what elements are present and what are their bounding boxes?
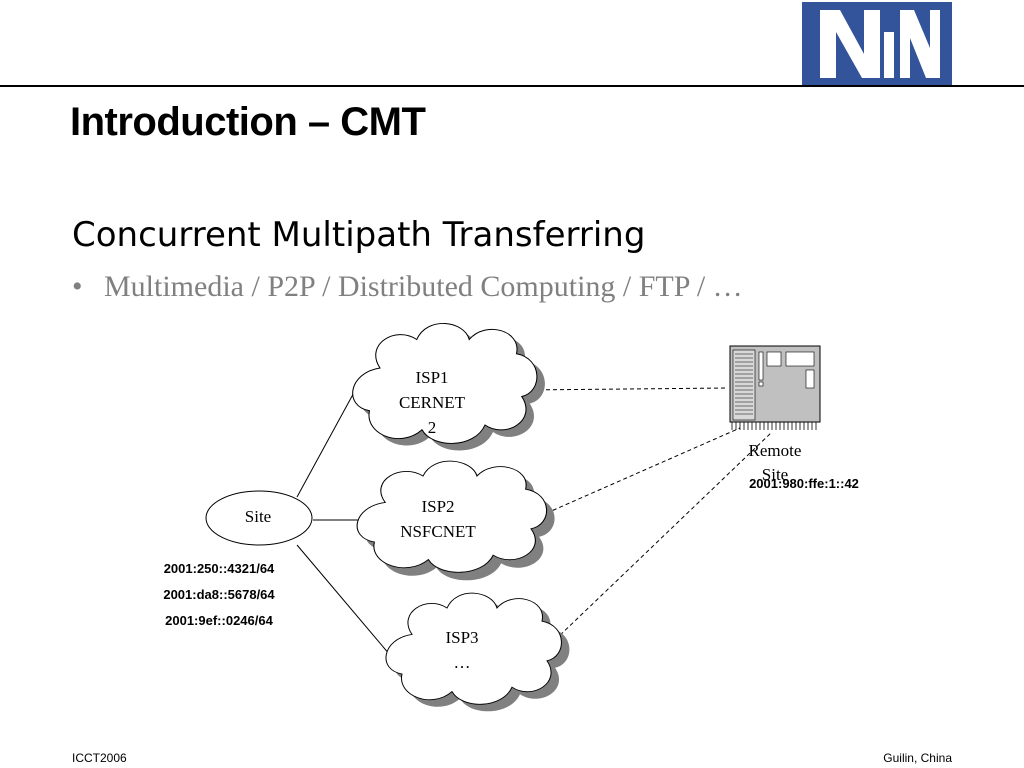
slide-title: Introduction – CMT — [70, 100, 426, 144]
remote-address: 2001:980:ffe:1::42 — [749, 476, 859, 491]
isp2-label-line2: NSFCNET — [400, 522, 476, 541]
isp3-cloud — [385, 592, 570, 712]
isp2-label-line1: ISP2 — [421, 497, 454, 516]
isp1-label-line2: CERNET — [399, 393, 466, 412]
isp1-label-line1: ISP1 — [415, 368, 448, 387]
isp3-remote-link — [554, 431, 773, 641]
site-node: Site — [205, 490, 313, 546]
footer-right: Guilin, China — [883, 751, 952, 765]
isp1-remote-link — [524, 387, 729, 391]
isp2-remote-link — [539, 427, 741, 517]
isp3-label-line1: ISP3 — [445, 628, 478, 647]
header-rule — [0, 85, 1024, 87]
site-address-2: 2001:da8::5678/64 — [163, 587, 275, 602]
slide-subtitle: Concurrent Multipath Transferring — [72, 215, 646, 255]
bullet-text: Multimedia / P2P / Distributed Computing… — [104, 270, 743, 303]
server-icon — [729, 345, 821, 430]
remote-label-line2: Site — [762, 465, 788, 484]
site-address-3: 2001:9ef::0246/64 — [165, 613, 273, 628]
remote-label-line1: Remote — [749, 441, 802, 460]
site-isp1-link — [296, 386, 358, 498]
footer-left: ICCT2006 — [72, 751, 127, 765]
bullet-item: • Multimedia / P2P / Distributed Computin… — [72, 270, 743, 304]
ngn-logo — [802, 2, 952, 86]
isp1-cloud — [352, 322, 545, 451]
bullet-dot: • — [72, 270, 83, 303]
site-address-1: 2001:250::4321/64 — [164, 561, 275, 576]
site-isp3-link — [296, 544, 391, 656]
site-label: Site — [245, 507, 271, 526]
isp3-label-line2: … — [454, 653, 471, 672]
isp1-label-line3: 2 — [428, 418, 437, 437]
isp2-cloud — [356, 460, 555, 581]
